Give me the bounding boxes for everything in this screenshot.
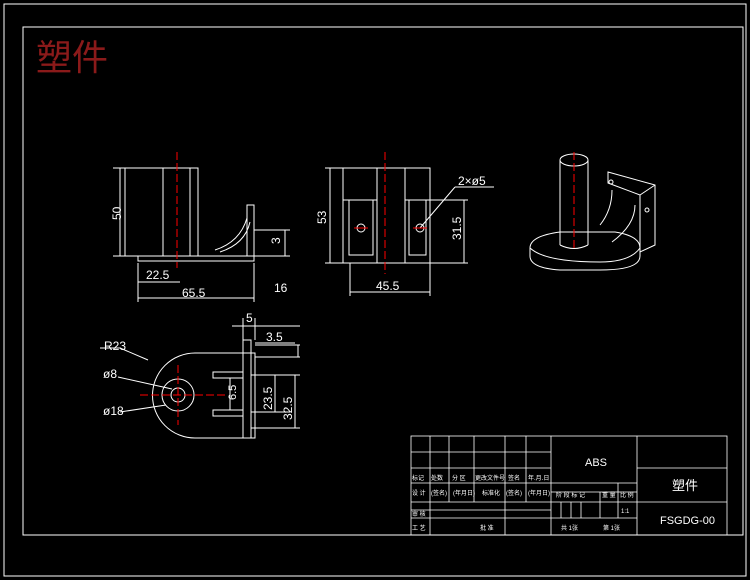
hdr-r2-c4: (签名) [506, 489, 522, 497]
hdr-r1-c3: 更改文件号 [475, 474, 505, 482]
title-part-name: 塑件 [672, 478, 698, 493]
hdr-r3-c2: 比 例 [620, 491, 634, 499]
title-scale: 1:1 [621, 509, 630, 515]
hdr-r1-c0: 标记 [412, 474, 424, 482]
hdr-r2-c3: 标准化 [482, 489, 500, 497]
hdr-review: 审 核 [412, 510, 426, 518]
title-material: ABS [585, 457, 607, 469]
dim-top-r23: R23 [104, 339, 126, 353]
dim-front-base: 22.5 [146, 268, 170, 282]
dim-top-3-5: 3.5 [266, 330, 283, 344]
dim-top-23-5: 23.5 [261, 386, 275, 410]
inner-frame [22, 26, 744, 536]
dim-top-5: 5 [246, 311, 253, 325]
hdr-process: 工 艺 [412, 524, 426, 532]
dim-side-width: 45.5 [376, 279, 400, 293]
title-sheet-index: 第 1张 [603, 524, 620, 532]
dim-front-16: 16 [274, 281, 288, 295]
dim-top-32-5: 32.5 [281, 396, 295, 420]
dim-top-d8: ø8 [103, 367, 117, 381]
hdr-approve: 批 准 [480, 524, 494, 532]
hdr-r1-c4: 签名 [508, 474, 520, 482]
hdr-r3-c0: 阶 段 标 记 [556, 491, 585, 499]
front-view [113, 167, 290, 302]
title-block [410, 435, 728, 536]
isometric-view [529, 153, 656, 271]
hdr-r2-c1: (签名) [431, 489, 447, 497]
hdr-r1-c1: 处数 [431, 474, 443, 482]
dim-top-6-5: 6.5 [227, 385, 239, 400]
dim-front-height: 50 [110, 206, 124, 220]
dim-front-small-h: 3 [269, 237, 283, 244]
dim-side-height: 53 [315, 210, 329, 224]
watermark-title: 塑件 [36, 38, 108, 79]
title-sheet-total: 共 1张 [561, 524, 578, 532]
dim-top-d18: ø18 [103, 404, 124, 418]
hdr-r2-c0: 设 计 [412, 489, 426, 497]
outer-frame [3, 3, 747, 577]
dim-front-width: 65.5 [182, 286, 206, 300]
dim-side-holes: 2×ø5 [458, 174, 486, 188]
hdr-r3-c1: 重 量 [602, 491, 616, 499]
hdr-r2-c5: (年月日) [528, 489, 550, 497]
title-drawing-no: FSGDG-00 [660, 515, 715, 527]
hdr-r1-c2: 分 区 [452, 474, 466, 482]
hdr-r2-c2: (年月日) [453, 489, 475, 497]
hdr-r1-c5: 年.月.日 [528, 474, 549, 482]
dim-side-31-5: 31.5 [450, 216, 464, 240]
